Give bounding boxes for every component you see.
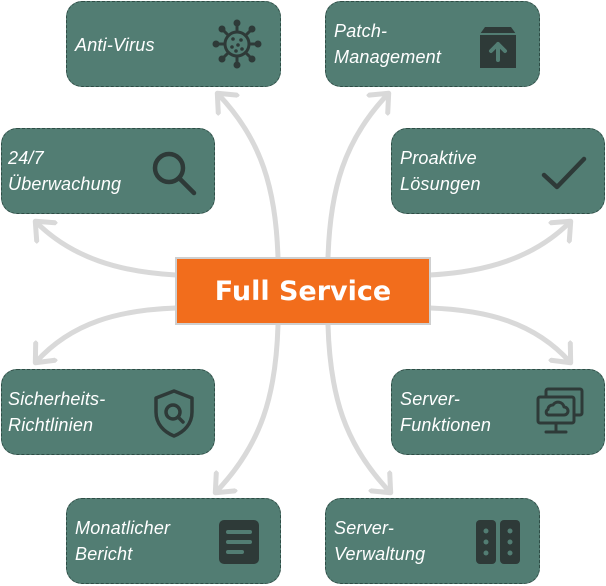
tile-security-policies: Sicherheits- Richtlinien (1, 369, 215, 455)
tile-anti-virus: Anti-Virus (66, 1, 281, 87)
tile-label-line: Richtlinien (8, 415, 94, 435)
arrow-to-report (216, 322, 281, 492)
arrow-to-patch (325, 94, 388, 261)
arrow-to-serverfn (427, 305, 570, 362)
tile-label: Patch- Management (334, 18, 441, 70)
tile-label: Server- Funktionen (400, 386, 491, 438)
arrow-to-proactive (427, 222, 570, 278)
center-label: Full Service (214, 275, 392, 307)
tile-label-line: Anti-Virus (75, 35, 155, 55)
tile-label: Anti-Virus (75, 32, 155, 58)
tile-label-line: Lösungen (400, 174, 481, 194)
upload-box-icon (472, 22, 524, 74)
magnifier-icon (148, 147, 200, 199)
tile-label-line: Überwachung (8, 174, 122, 194)
tile-patch-management: Patch- Management (325, 1, 540, 87)
tile-label-line: Sicherheits- (8, 389, 106, 409)
tile-label-line: Management (334, 47, 442, 67)
tile-label-line: Monatlicher (75, 518, 171, 538)
cloud-monitor-icon (534, 385, 586, 437)
server-rack-icon (472, 516, 524, 568)
tile-label-line: Verwaltung (334, 544, 426, 564)
tile-label-line: Proaktive (400, 148, 477, 168)
tile-label-line: 24/7 (8, 148, 44, 168)
arrow-to-monitoring (36, 222, 179, 278)
tile-server-administration: Server- Verwaltung (325, 498, 540, 584)
shield-search-icon (148, 387, 200, 439)
tile-label: Server- Verwaltung (334, 515, 425, 567)
tile-label: 24/7 Überwachung (8, 145, 121, 197)
arrow-to-security (36, 305, 179, 362)
tile-proactive-solutions: Proaktive Lösungen (391, 128, 605, 214)
tile-label-line: Server- (400, 389, 461, 409)
tile-label-line: Funktionen (400, 415, 492, 435)
tile-label-line: Bericht (75, 544, 133, 564)
tile-label: Sicherheits- Richtlinien (8, 386, 105, 438)
virus-icon (211, 18, 263, 70)
arrow-to-antivirus (218, 94, 281, 261)
tile-label: Monatlicher Bericht (75, 515, 170, 567)
arrow-to-serveradm (325, 322, 390, 492)
tile-label: Proaktive Lösungen (400, 145, 481, 197)
tile-label-line: Server- (334, 518, 395, 538)
center-full-service: Full Service (175, 257, 431, 325)
document-icon (213, 516, 265, 568)
tile-monthly-report: Monatlicher Bericht (66, 498, 281, 584)
checkmark-icon (538, 147, 590, 199)
tile-monitoring: 24/7 Überwachung (1, 128, 215, 214)
tile-label-line: Patch- (334, 21, 388, 41)
tile-server-functions: Server- Funktionen (391, 369, 605, 455)
